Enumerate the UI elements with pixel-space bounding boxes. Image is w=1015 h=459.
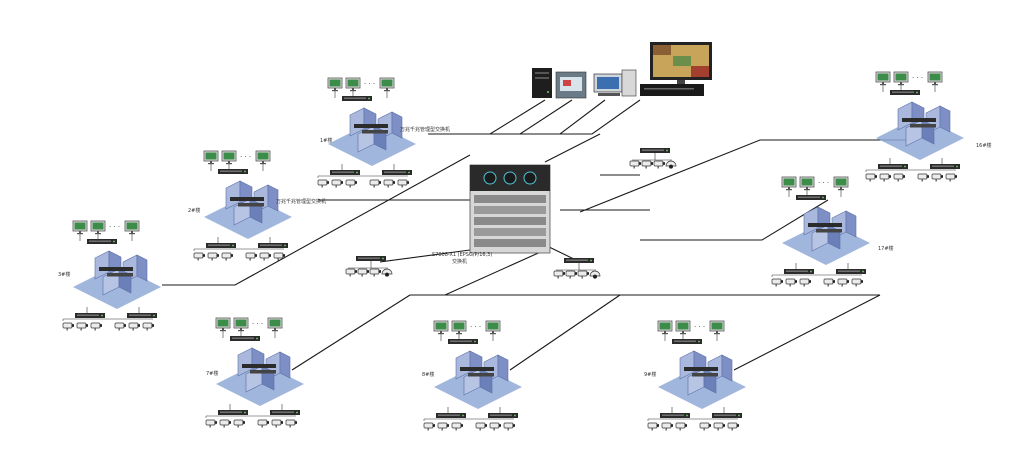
workstation-icon [593,69,637,97]
switch-label: 万兆千兆管理型交换机 [276,198,326,205]
building-label: 1#楼 [320,137,332,144]
building-node: 16#楼 [866,72,992,182]
building-label: 8#楼 [422,371,434,378]
core-switch: S7808-X1 (EPSG/P/16,3) 交换机 [432,164,551,265]
building-label: 9#楼 [644,371,656,378]
building-label: 2#楼 [188,207,200,214]
video-wall-icon [640,42,712,96]
nvr-recorder-icon [555,71,587,99]
building-label: 7#楼 [206,370,218,377]
core-switch-label: S7808-X1 (EPSG/P/16,3) [432,252,492,258]
switch-label: 万兆千兆管理型交换机 [400,126,450,133]
building-label: 16#楼 [976,142,992,149]
building-node: 8#楼 [422,321,522,431]
core-switch-sublabel: 交换机 [452,258,467,265]
building-node: 17#楼 [772,177,894,287]
connection-lines [162,99,908,371]
building-node: 9#楼 [644,321,746,431]
building-node: 3#楼 [58,221,161,331]
building-node: 1#楼 万兆千兆管理型交换机 [318,78,450,188]
server-tower-icon [532,68,552,98]
building-label: 3#楼 [58,271,70,278]
building-node: 7#楼 [206,318,304,428]
network-switch-icon [469,164,551,254]
building-node: 2#楼 万兆千兆管理型交换机 [188,151,326,261]
building-label: 17#楼 [878,245,894,252]
control-room [532,42,712,99]
